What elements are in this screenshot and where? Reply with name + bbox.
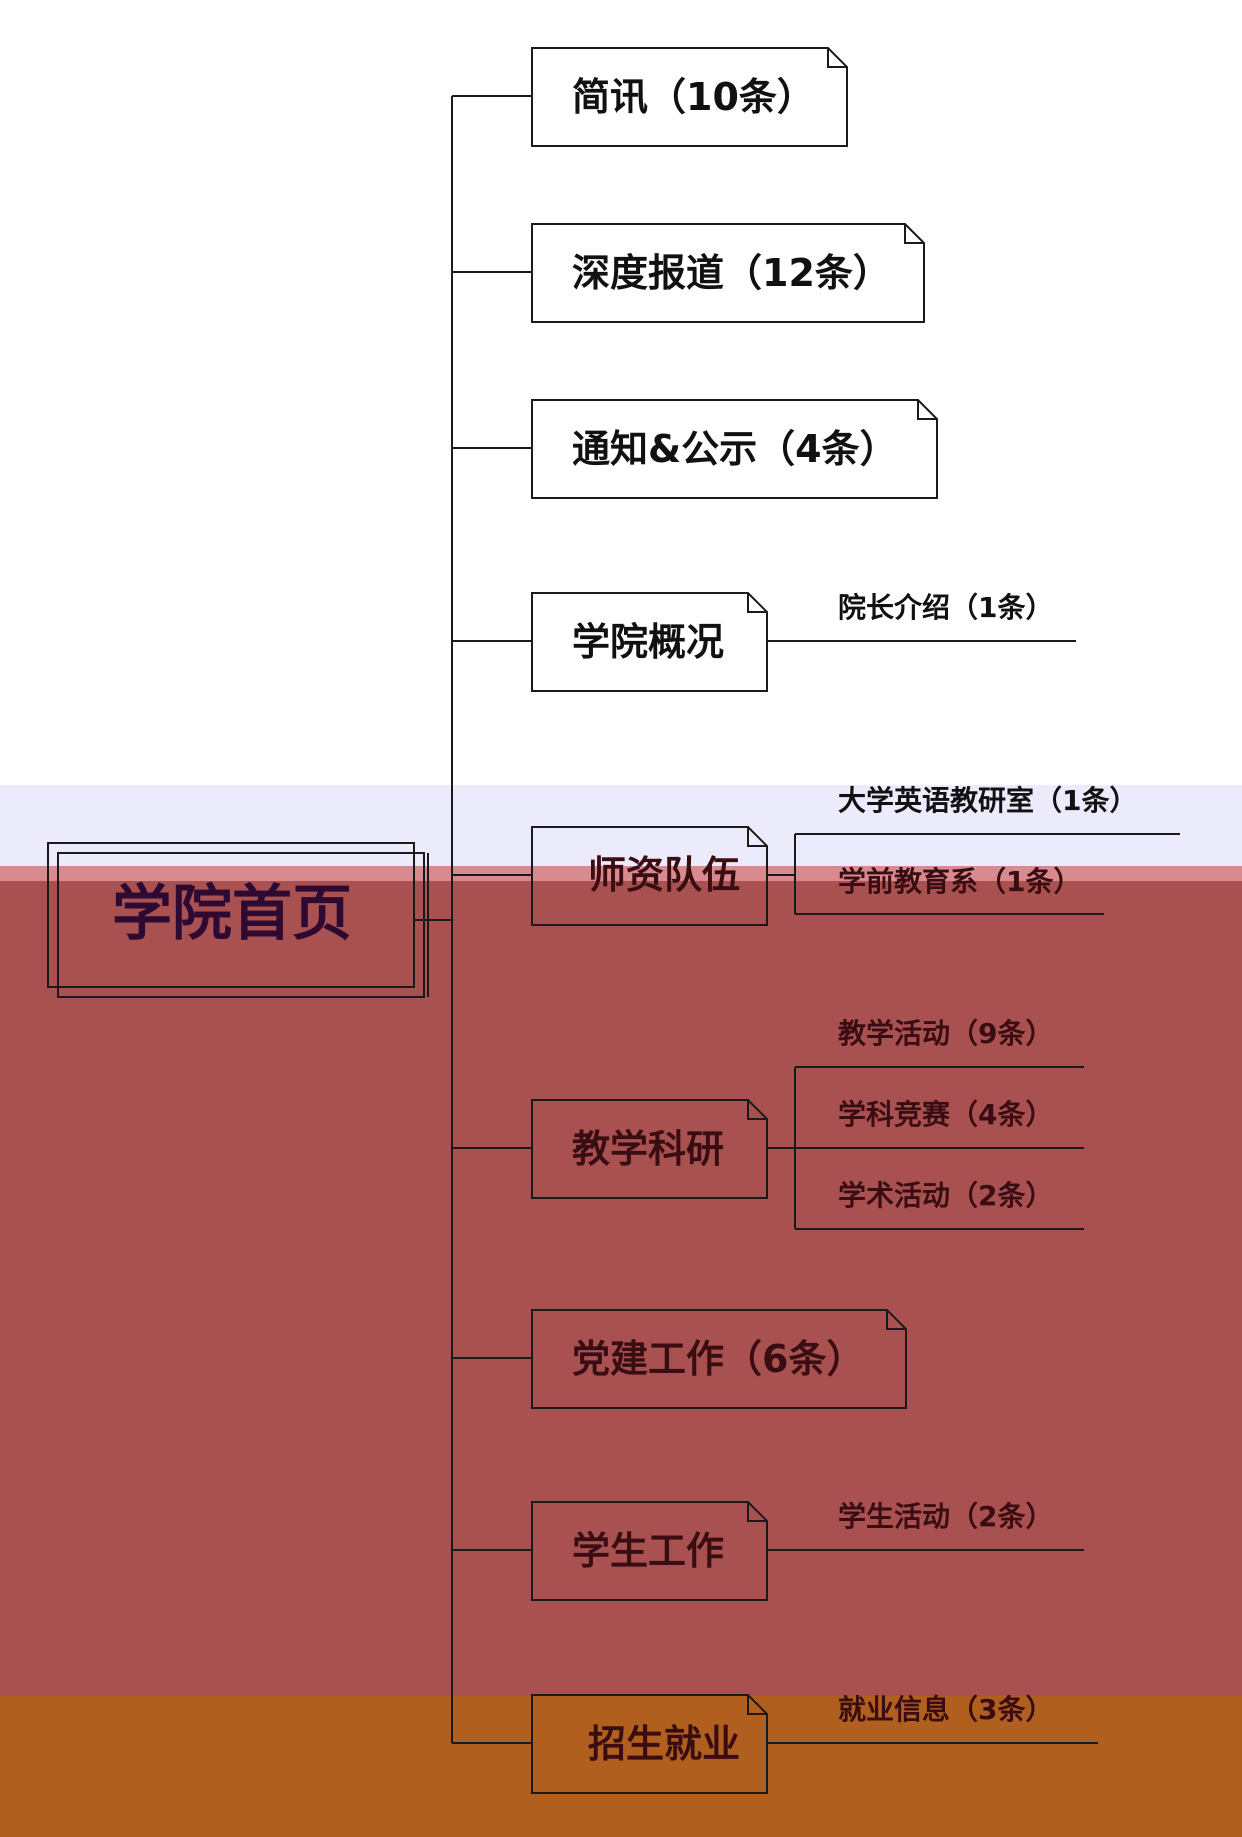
branch-label-b2[interactable]: 深度报道（12条） xyxy=(572,251,891,295)
leaf-label-b6-0[interactable]: 教学活动（9条） xyxy=(838,1017,1054,1050)
leaf-label-b4-0[interactable]: 院长介绍（1条） xyxy=(838,591,1054,624)
leaf-label-b6-2[interactable]: 学术活动（2条） xyxy=(838,1179,1054,1212)
branch-label-b6[interactable]: 教学科研 xyxy=(572,1127,725,1171)
leaf-label-b9-0[interactable]: 就业信息（3条） xyxy=(838,1693,1054,1726)
leaf-label-b6-1[interactable]: 学科竞赛（4条） xyxy=(838,1098,1054,1131)
root-box-back xyxy=(57,852,425,998)
branch-label-b1[interactable]: 简讯（10条） xyxy=(572,75,815,119)
branch-label-b5[interactable]: 师资队伍 xyxy=(588,853,741,897)
box-b7 xyxy=(531,1309,907,1409)
leaf-label-b5-1[interactable]: 学前教育系（1条） xyxy=(838,865,1082,898)
box-b1 xyxy=(531,47,848,147)
branch-label-b3[interactable]: 通知&公示（4条） xyxy=(572,427,898,471)
box-b6 xyxy=(531,1099,768,1199)
branch-label-b7[interactable]: 党建工作（6条） xyxy=(572,1337,865,1381)
root-box-fold xyxy=(63,842,429,997)
box-b9 xyxy=(531,1694,768,1794)
background-band-red xyxy=(0,881,1242,1696)
box-b4 xyxy=(531,592,768,692)
box-b8 xyxy=(531,1501,768,1601)
background-band-orange xyxy=(0,1696,1242,1837)
root-box-front xyxy=(47,842,415,988)
leaf-label-b8-0[interactable]: 学生活动（2条） xyxy=(838,1500,1054,1533)
leaf-label-b5-0[interactable]: 大学英语教研室（1条） xyxy=(838,784,1138,817)
branch-label-b4[interactable]: 学院概况 xyxy=(572,620,725,664)
branch-label-b9[interactable]: 招生就业 xyxy=(588,1722,741,1766)
branch-label-b8[interactable]: 学生工作 xyxy=(572,1529,725,1573)
box-b3 xyxy=(531,399,938,499)
box-b2 xyxy=(531,223,925,323)
root-node-label[interactable]: 学院首页 xyxy=(112,879,352,949)
box-b5 xyxy=(531,826,768,926)
